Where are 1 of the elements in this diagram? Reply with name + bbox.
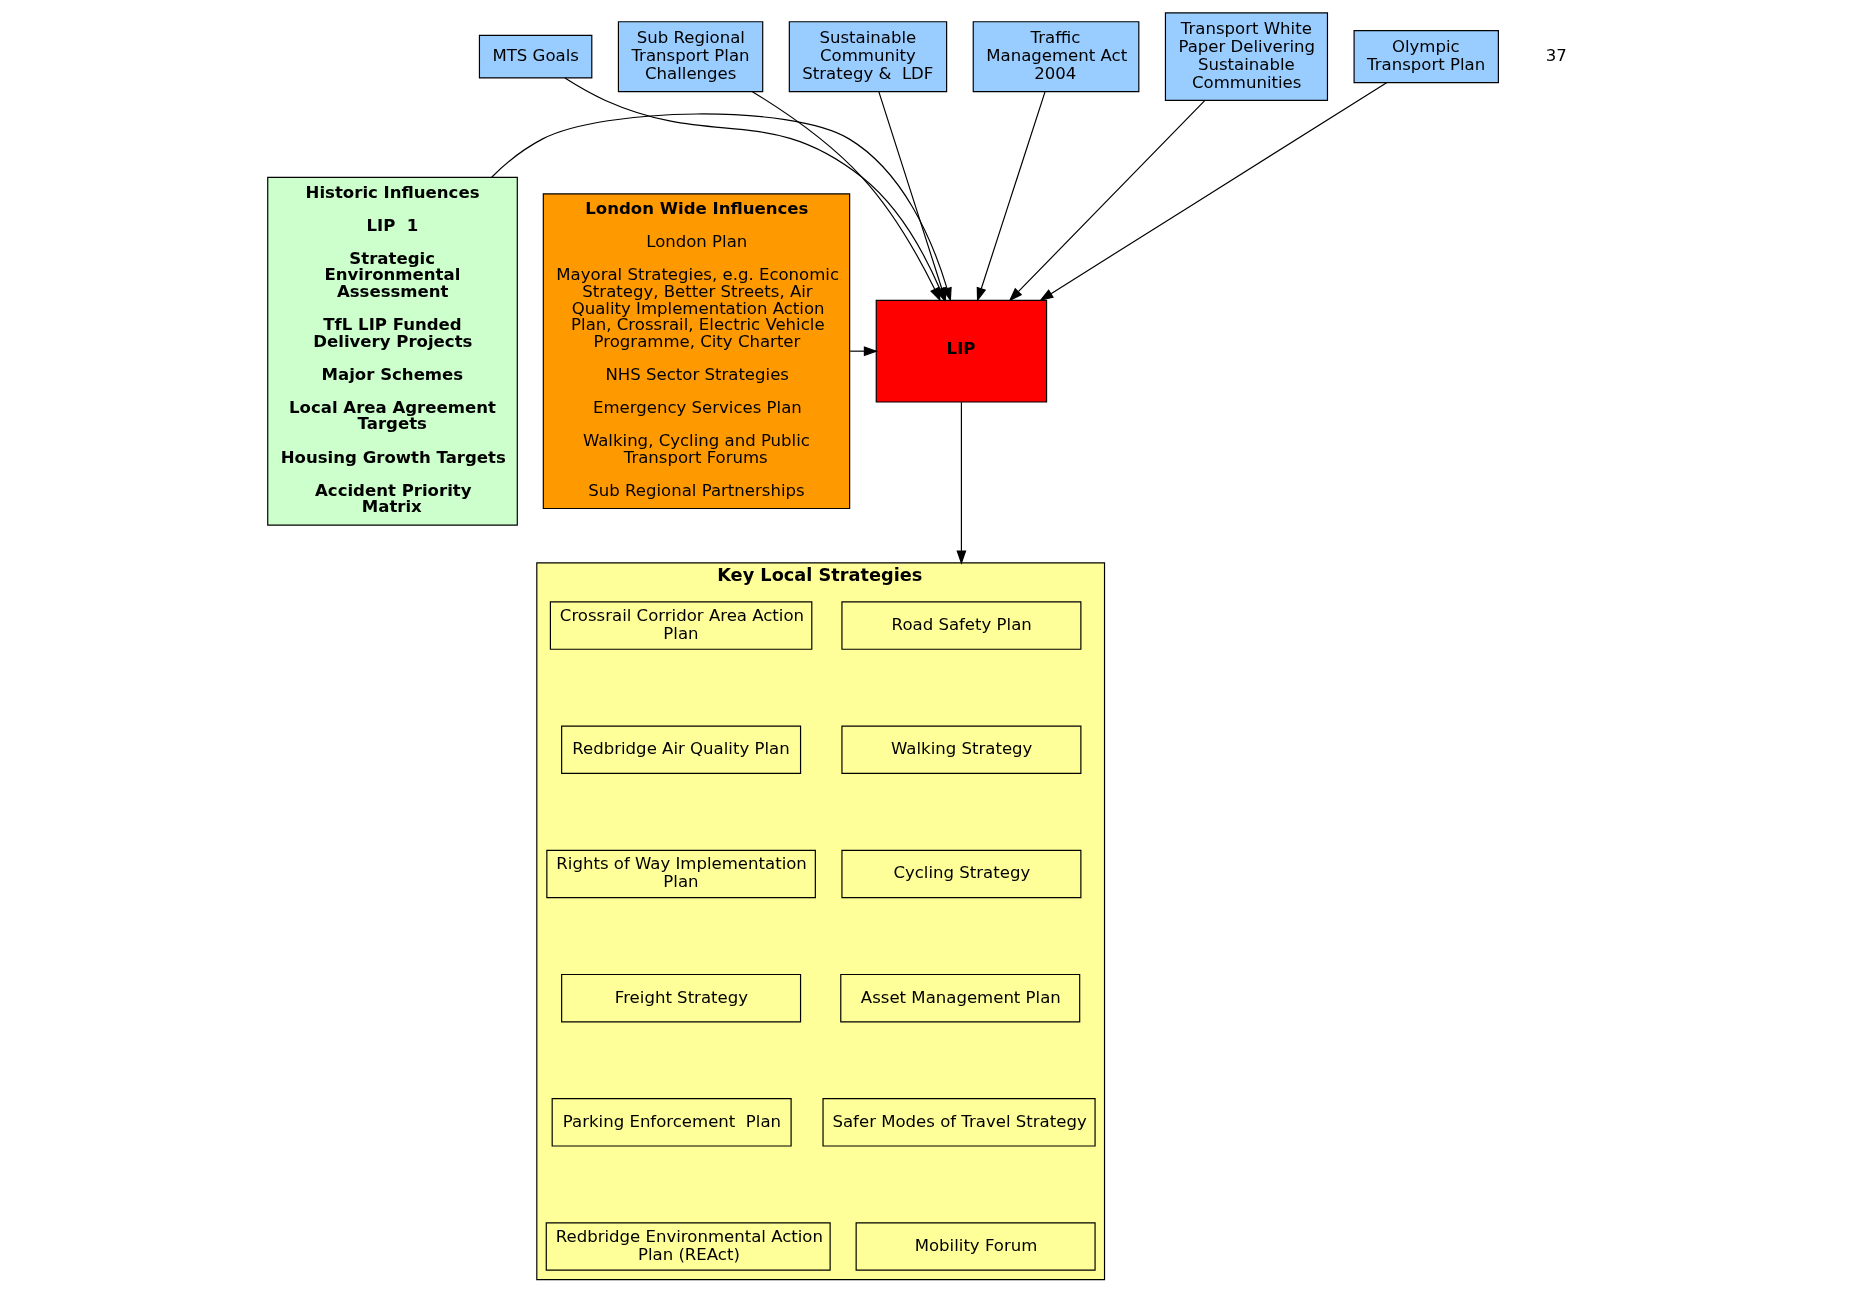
- label: 37: [1545, 46, 1567, 66]
